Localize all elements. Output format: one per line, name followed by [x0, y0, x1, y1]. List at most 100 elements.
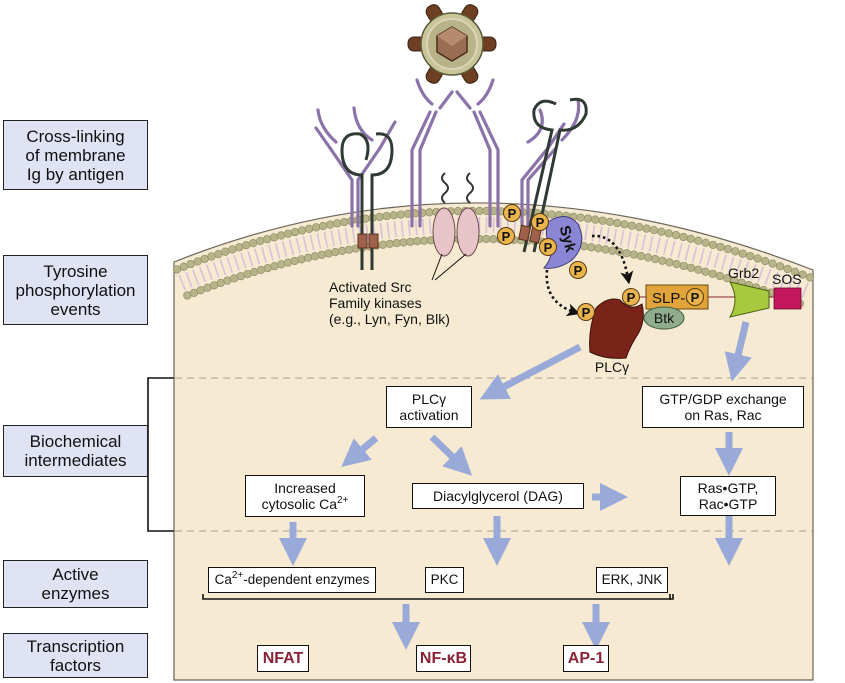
arrow	[479, 343, 582, 400]
arrow	[429, 434, 473, 476]
grb2-label: Grb2	[728, 265, 759, 281]
lipid-tail	[260, 246, 267, 263]
lipid-tail	[316, 233, 322, 250]
lipid-head	[193, 257, 202, 266]
lipid-head	[207, 252, 216, 261]
lipid-tail	[627, 231, 632, 248]
lipid-head	[250, 267, 259, 277]
lipid-tail	[205, 264, 213, 280]
lipid-tail	[662, 239, 669, 256]
lipid-head	[249, 239, 258, 248]
lipid-head	[783, 264, 792, 274]
lipid-head	[598, 216, 607, 225]
dotted-arrow	[545, 269, 581, 317]
lipid-tail	[219, 259, 227, 276]
lipid-tail	[414, 219, 418, 236]
lipid-tail	[295, 237, 301, 254]
node-ca-dependent-enzymes: Ca2+-dependent enzymes	[208, 567, 376, 593]
btk-label: Btk	[654, 310, 675, 326]
lipid-head	[283, 229, 293, 238]
lipid-tail	[192, 269, 200, 285]
phosphate-label: P	[691, 290, 700, 305]
lipid-head	[331, 248, 340, 257]
lipid-head	[708, 240, 718, 249]
lipid-head	[605, 217, 615, 226]
lipid-head	[679, 261, 688, 271]
lipid-tail	[365, 224, 370, 241]
lipid-tail	[706, 250, 713, 267]
lipid-head	[643, 253, 653, 262]
stage-biochemical-intermediates: Biochemical intermediates	[3, 425, 148, 477]
lipid-tail	[330, 230, 336, 247]
lipid-head	[277, 260, 286, 269]
phosphate-label: P	[627, 290, 636, 305]
lipid-head	[635, 223, 644, 232]
lipid-tail	[699, 248, 705, 265]
lipid-head	[649, 226, 659, 235]
ig-alpha-beta-left	[340, 132, 394, 270]
lipid-tail	[619, 230, 625, 247]
stage-cross-linking: Cross-linking of membrane Ig by antigen	[3, 120, 148, 190]
node-plcg-activation: PLCγ activation	[386, 386, 472, 428]
phosphate-icon	[497, 227, 515, 245]
node-dag: Diacylglycerol (DAG)	[412, 483, 584, 509]
membrane-ig-receptors	[314, 78, 581, 228]
lipid-head	[627, 221, 636, 230]
lipid-head	[701, 267, 710, 276]
lipid-tail	[713, 252, 720, 269]
lipid-tail	[240, 252, 247, 269]
lipid-head	[389, 211, 398, 220]
lipid-head	[235, 243, 244, 252]
phosphate-icon	[539, 238, 557, 256]
lipid-head	[620, 220, 629, 229]
lipid-tail	[407, 219, 411, 236]
node-erk-jnk: ERK, JNK	[596, 567, 668, 593]
sos-gef	[773, 287, 802, 310]
lipid-head	[333, 219, 342, 228]
stage-bracket	[147, 377, 174, 532]
btk-kinase	[643, 306, 685, 330]
lipid-tail	[720, 254, 727, 271]
lipid-head	[283, 258, 293, 267]
syk-label: Syk	[556, 224, 579, 255]
lipid-tail	[386, 221, 390, 239]
node-ras-rac-gtp: Ras•GTP, Rac•GTP	[680, 476, 776, 516]
lipid-head	[186, 259, 195, 269]
lipid-tail	[309, 234, 315, 251]
sos-label: SOS	[772, 271, 802, 287]
lipid-head	[694, 265, 703, 274]
lipid-tail	[428, 218, 432, 235]
lipid-head	[263, 263, 272, 273]
lipid-head	[221, 247, 230, 256]
lipid-head	[256, 237, 265, 246]
lipid-tail	[598, 226, 603, 243]
phosphate-label: P	[582, 305, 591, 320]
phosphate-label: P	[574, 263, 583, 278]
pathway-arrows	[279, 321, 752, 650]
phosphate-icon	[531, 213, 549, 231]
lipid-tail	[612, 228, 618, 245]
lipid-head	[716, 242, 725, 252]
lipid-head	[790, 267, 800, 276]
lipid-tail	[771, 271, 779, 288]
lipid-tail	[670, 240, 676, 257]
lipid-tail	[226, 257, 234, 273]
lipid-tail	[274, 242, 281, 259]
lipid-head	[290, 256, 299, 266]
lipid-head	[636, 251, 646, 261]
grb2-adaptor	[728, 281, 770, 318]
lipid-head	[591, 215, 600, 224]
lipid-head	[399, 238, 408, 247]
lipid-head	[658, 256, 667, 265]
lipid-head	[382, 211, 391, 221]
lipid-head	[686, 263, 696, 272]
lipid-head	[172, 265, 182, 274]
lipid-head	[338, 246, 347, 255]
lipid-head	[798, 270, 807, 279]
lipid-head	[396, 210, 405, 219]
lipid-head	[304, 224, 314, 233]
lipid-tail	[379, 222, 384, 239]
arrow	[724, 321, 752, 382]
arrow	[341, 435, 379, 467]
